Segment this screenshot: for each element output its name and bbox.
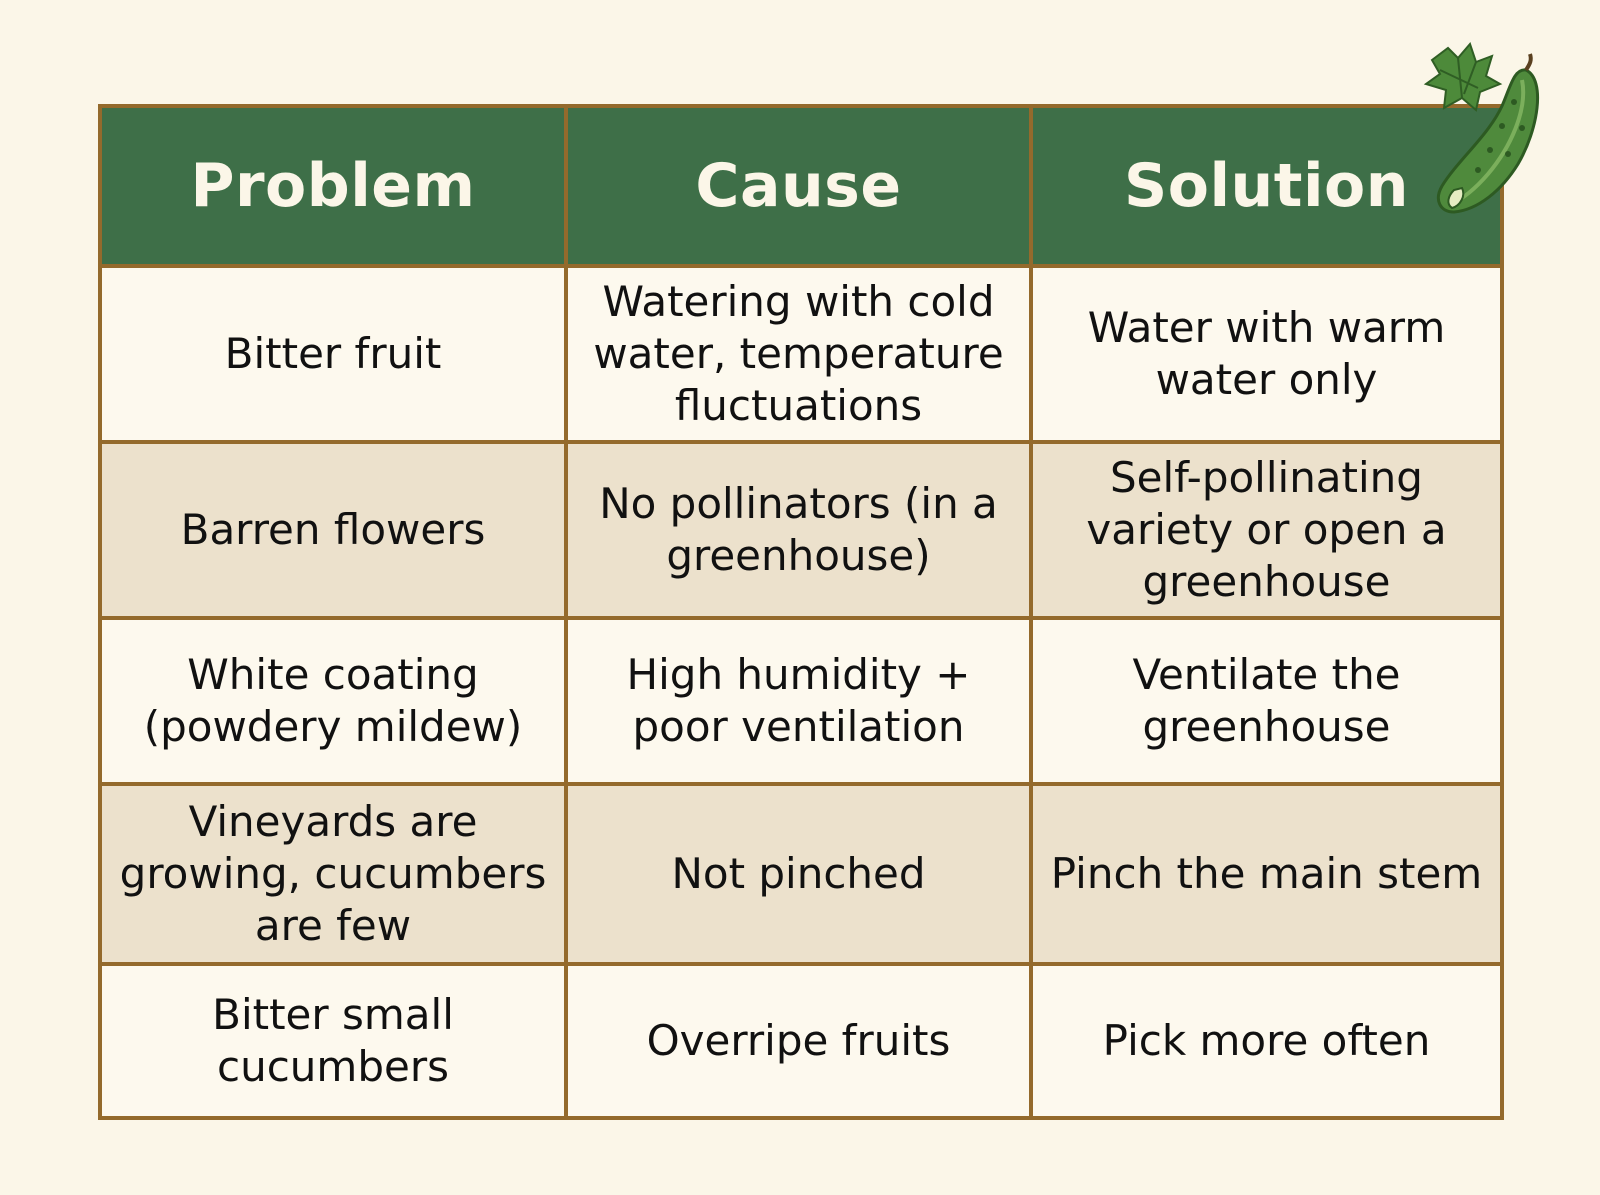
solution-cell: Pinch the main stem [1029, 782, 1504, 966]
cause-cell: Not pinched [564, 782, 1033, 966]
leaf-icon [1423, 42, 1503, 112]
problem-cell: Bitter fruit [98, 264, 568, 444]
table-row: Vineyards are growing, cucumbers are few… [98, 782, 1504, 966]
table-row: Barren flowers No pollinators (in a gree… [98, 440, 1504, 620]
solution-cell: Self-pollinating variety or open a green… [1029, 440, 1504, 620]
table-row: Bitter small cucumbers Overripe fruits P… [98, 962, 1504, 1120]
header-solution: Solution [1029, 104, 1504, 268]
table-row: Bitter fruit Watering with cold water, t… [98, 264, 1504, 444]
problem-cell: Bitter small cucumbers [98, 962, 568, 1120]
cause-cell: Watering with cold water, temperature fl… [564, 264, 1033, 444]
table-header-row: Problem Cause Solution [98, 104, 1504, 268]
problem-cell: Vineyards are growing, cucumbers are few [98, 782, 568, 966]
cause-cell: Overripe fruits [564, 962, 1033, 1120]
cucumber-icon [1423, 42, 1539, 214]
problem-cell: White coating (powdery mildew) [98, 616, 568, 786]
problem-table-container: Problem Cause Solution Bitter fruit Wate… [98, 104, 1504, 1120]
problem-cause-solution-table: Problem Cause Solution Bitter fruit Wate… [98, 104, 1504, 1120]
solution-cell: Pick more often [1029, 962, 1504, 1120]
problem-cell: Barren flowers [98, 440, 568, 620]
solution-cell: Water with warm water only [1029, 264, 1504, 444]
header-problem: Problem [98, 104, 568, 268]
header-cause: Cause [564, 104, 1033, 268]
table-row: White coating (powdery mildew) High humi… [98, 616, 1504, 786]
cause-cell: No pollinators (in a greenhouse) [564, 440, 1033, 620]
solution-cell: Ventilate the greenhouse [1029, 616, 1504, 786]
cause-cell: High humidity + poor ventilation [564, 616, 1033, 786]
